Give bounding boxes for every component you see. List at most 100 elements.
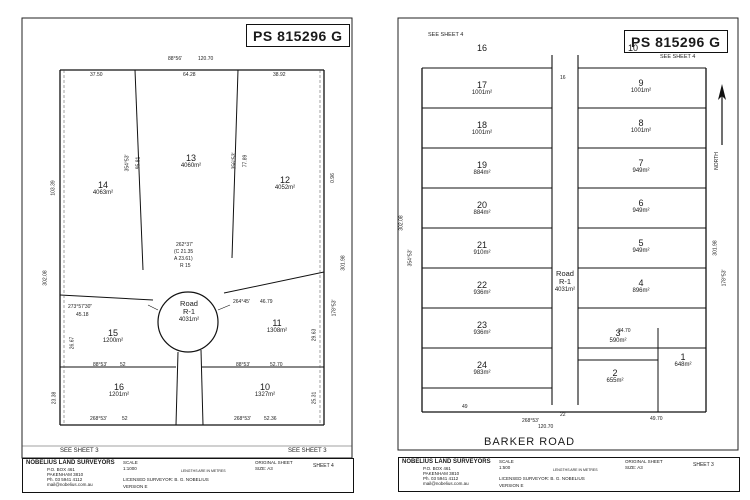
dim-label: 354°53' [407, 249, 414, 267]
dim-label: R 15 [180, 263, 191, 269]
lot-number: 22 [476, 280, 487, 290]
firm-address2: PAKENHAM 3810 [47, 472, 84, 477]
lot-number: 16 [113, 382, 124, 392]
lot-number: 24 [476, 360, 487, 370]
barker-road-label: BARKER ROAD [484, 436, 576, 448]
road-code: R-1 [558, 277, 572, 287]
lot-number: 19 [476, 160, 487, 170]
title-block: NOBELIUS LAND SURVEYORS P.O. BOX 461 PAK… [398, 457, 740, 492]
lot-number: 16 [476, 43, 487, 53]
dim-label: 302.08 [398, 215, 405, 231]
firm-name: NOBELIUS LAND SURVEYORS [402, 459, 491, 465]
lot-area: 884m² [473, 210, 491, 217]
dim-label: 302.08 [42, 270, 49, 286]
dim-label: 120.70 [538, 424, 554, 430]
dim-label: 64.28 [183, 72, 196, 78]
scale-value: 1:1000 [123, 466, 137, 471]
see-sheet-note: SEE SHEET 4 [660, 54, 696, 60]
lot-number: 4 [638, 278, 644, 288]
right-lot-lines [578, 67, 706, 349]
dim-label: 26.67 [69, 336, 76, 350]
version: VERSION E [499, 483, 524, 488]
dim-label: (C 21.35 [174, 249, 194, 255]
lot-area: 936m² [473, 330, 491, 337]
original-sheet-value: SIZE: A3 [255, 466, 273, 471]
lot-area: 949m² [632, 248, 650, 255]
dim-label: 22 [560, 412, 566, 418]
lot-11: 11 1308m² [252, 318, 302, 335]
scale-label: SCALE [499, 459, 514, 464]
lot-15: 15 1200m² [88, 328, 138, 345]
lot-number: 23 [476, 320, 487, 330]
left-plan-sheet: PS 815296 G 88°56' 120.70 37.50 64.28 38… [8, 10, 358, 495]
road-area: 4031m² [554, 286, 576, 293]
dim-label: 29.63 [311, 328, 318, 342]
road-name: Road [556, 269, 574, 278]
plan-number-badge: PS 815296 G [624, 30, 728, 53]
lot-area: 896m² [632, 288, 650, 295]
lot-14: 14 4063m² [78, 180, 128, 197]
scale-value: 1:500 [499, 465, 511, 470]
lot-number: 5 [638, 238, 644, 248]
title-block: NOBELIUS LAND SURVEYORS P.O. BOX 461 PAK… [22, 458, 354, 493]
lot-area: 884m² [473, 170, 491, 177]
dim-label: 268°53' [90, 416, 107, 422]
lot-number: 3 [615, 328, 621, 338]
dim-label: 273°57'30" [68, 304, 93, 310]
lot-10: 10 [612, 43, 654, 53]
dim-label: 354°53' [124, 154, 131, 172]
firm-address1: P.O. BOX 461 [423, 466, 451, 471]
dim-label: 88°53' [236, 362, 251, 368]
firm-address1: P.O. BOX 461 [47, 467, 75, 472]
lot-number: 8 [638, 118, 644, 128]
lot-area: 983m² [473, 370, 491, 377]
lot-number: 10 [627, 43, 638, 53]
dim-label: 37.50 [90, 72, 103, 78]
dim-label: 178°53' [331, 299, 338, 317]
road-r1-label: Road R-1 4031m² [544, 269, 586, 293]
lot-number: 18 [476, 120, 487, 130]
dim-label: 52.36 [264, 416, 277, 422]
firm-email: mail@nobelius.com.au [47, 482, 93, 487]
scale-label: SCALE [123, 460, 138, 465]
dim-label: 52 [120, 362, 126, 368]
version: VERSION E [123, 484, 148, 489]
road-r1-label: Road R-1 4031m² [168, 299, 210, 323]
dim-label: 49 [462, 404, 468, 410]
lot-number: 15 [107, 328, 118, 338]
lot-area: 590m² [609, 338, 627, 345]
lot-16: 16 1201m² [94, 382, 144, 399]
original-sheet-label: ORIGINAL SHEET [255, 460, 293, 465]
surveyor-name: LICENSED SURVEYOR: B. G. NOBELIUS [123, 477, 209, 482]
firm-phone: Ph. 03 5941 4112 [47, 477, 83, 482]
sheet-number: SHEET 4 [313, 463, 334, 469]
scale-units: LENGTHS ARE IN METRES [181, 469, 226, 473]
north-label: NORTH [713, 152, 720, 170]
dim-label: 103.39 [50, 180, 57, 196]
lot-area: 655m² [606, 378, 624, 385]
lot-area: 648m² [674, 362, 692, 369]
dim-label: 268°53' [522, 418, 539, 424]
lot-area: 949m² [632, 168, 650, 175]
dim-label: 301.98 [340, 255, 347, 271]
dim-label: 52.70 [270, 362, 283, 368]
dim-label: 46.79 [260, 299, 273, 305]
dim-label: 88°53' [93, 362, 108, 368]
right-plan-sheet: PS 815296 G SEE SHEET 4 SEE SHEET 4 NORT… [392, 10, 747, 495]
lot-number: 7 [638, 158, 644, 168]
lot-12: 12 4052m² [260, 175, 310, 192]
firm-address2: PAKENHAM 3810 [423, 471, 460, 476]
dim-label: 38.92 [273, 72, 286, 78]
lot-area: 1001m² [471, 90, 493, 97]
see-sheet-note: SEE SHEET 4 [428, 32, 464, 38]
